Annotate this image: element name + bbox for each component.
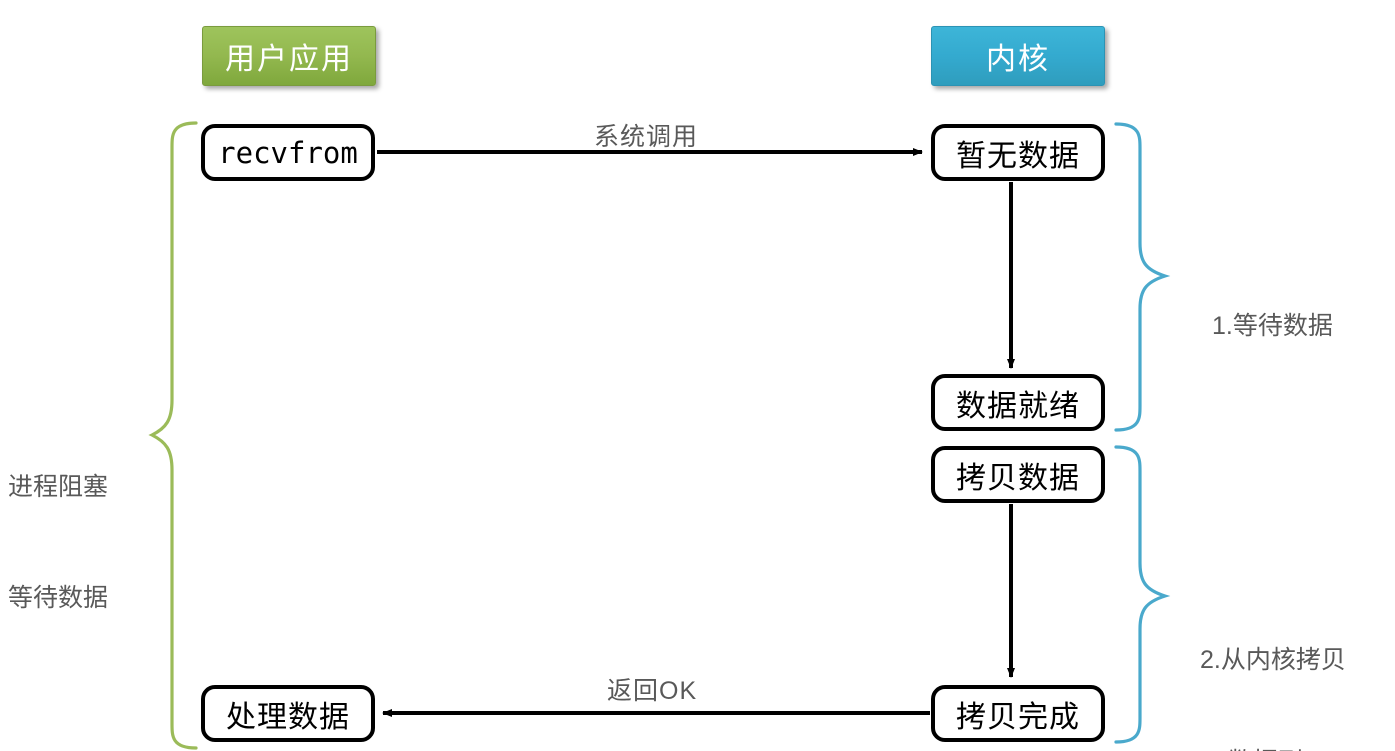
annotation-process-blocked-line1: 进程阻塞 [8, 473, 109, 501]
annotation-copy-to-user: 2.从内核拷贝 数据到 用户空间 [1200, 575, 1346, 751]
annotation-copy-to-user-line1: 2.从内核拷贝 [1200, 646, 1346, 674]
edge-label-return-ok: 返回OK [607, 677, 698, 705]
node-data-ready: 数据就绪 [931, 374, 1105, 431]
brace-wait-data [1114, 122, 1171, 432]
node-recvfrom: recvfrom [201, 124, 375, 181]
node-data-ready-label: 数据就绪 [956, 389, 1080, 423]
node-no-data: 暂无数据 [931, 124, 1105, 181]
node-copy-data-label: 拷贝数据 [956, 461, 1080, 495]
brace-copy-to-user [1114, 445, 1171, 744]
node-no-data-label: 暂无数据 [956, 139, 1080, 173]
title-kernel-label: 内核 [986, 43, 1050, 76]
edge-label-syscall: 系统调用 [594, 123, 699, 151]
node-copy-done: 拷贝完成 [931, 685, 1105, 742]
annotation-process-blocked-line2: 等待数据 [8, 584, 109, 612]
node-process-data-label: 处理数据 [226, 700, 350, 734]
title-user-application-label: 用户应用 [225, 43, 353, 76]
annotation-wait-data-line1: 1.等待数据 [1212, 312, 1333, 340]
node-process-data: 处理数据 [201, 685, 375, 742]
node-copy-data: 拷贝数据 [931, 446, 1105, 503]
brace-process-blocked [148, 121, 198, 750]
title-kernel: 内核 [931, 26, 1105, 86]
node-copy-done-label: 拷贝完成 [956, 700, 1080, 734]
annotation-wait-data: 1.等待数据 [1212, 241, 1333, 411]
node-recvfrom-label: recvfrom [218, 135, 358, 170]
annotation-process-blocked: 进程阻塞 等待数据 [8, 395, 144, 691]
title-user-application: 用户应用 [202, 26, 376, 86]
annotation-copy-to-user-line2: 数据到 [1200, 745, 1346, 751]
